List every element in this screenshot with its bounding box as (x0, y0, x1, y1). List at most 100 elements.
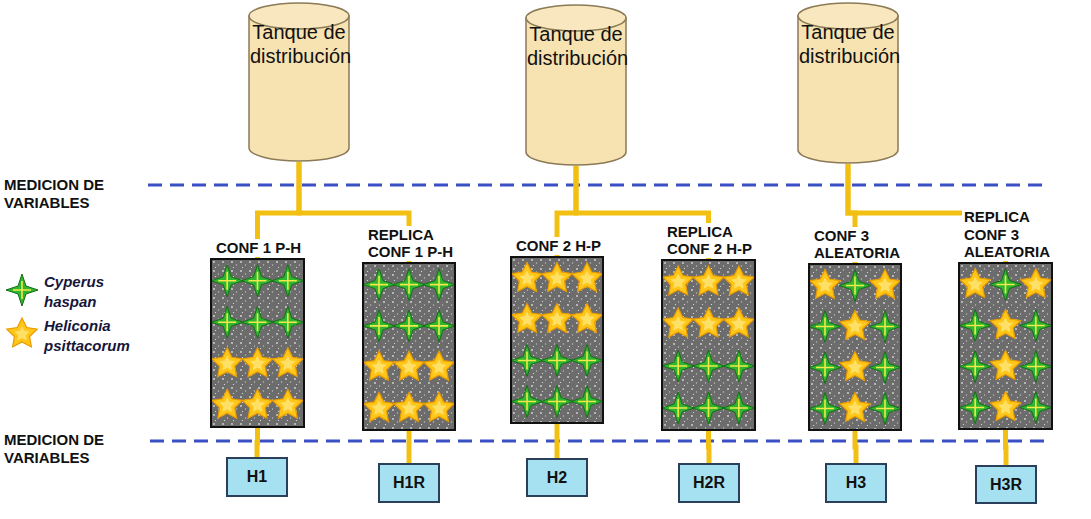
plant-layout (212, 260, 303, 426)
legend-icon (6, 274, 38, 306)
plant-icon (572, 304, 602, 333)
outlet-label: H3R (990, 476, 1022, 494)
pipe-connector (706, 431, 712, 463)
plant-icon (960, 351, 991, 383)
plant-icon (394, 351, 424, 380)
plant-icon (870, 270, 900, 299)
plant-layout (364, 264, 454, 429)
wetland-cell: REPLICA CONF 1 P-H (362, 262, 456, 431)
legend-icon (7, 318, 37, 347)
measure-line (148, 184, 1046, 187)
legend-text: Heliconia psittacorum (44, 316, 186, 355)
plant-icon (571, 345, 602, 377)
plant-icon (212, 265, 243, 297)
wetland-cell: CONF 1 P-H (210, 258, 305, 428)
wetland-cell: CONF 3 ALEATORIA (808, 263, 902, 431)
plant-icon (723, 392, 754, 424)
plant-icon (242, 265, 274, 297)
plant-icon (693, 308, 723, 337)
plant-icon (572, 263, 602, 292)
gravel-bed (512, 258, 602, 422)
plant-icon (393, 310, 425, 342)
outlet-label: H1 (247, 468, 267, 486)
plant-icon (541, 345, 573, 377)
gravel-bed (364, 264, 454, 429)
plant-icon (663, 308, 693, 337)
plant-icon (212, 389, 242, 418)
config-label: REPLICA CONF 1 P-H (366, 226, 468, 261)
plant-icon (393, 269, 425, 301)
outlet-box: H1 (226, 457, 288, 497)
plant-icon (212, 306, 243, 338)
plant-icon (512, 386, 543, 418)
outlet-box: H3R (975, 465, 1037, 504)
plant-icon (364, 392, 394, 421)
outlet-box: H3 (825, 463, 887, 503)
plant-layout (960, 264, 1051, 428)
plant-icon (424, 392, 454, 421)
plant-icon (272, 306, 303, 338)
plant-layout (663, 261, 754, 429)
plant-icon (810, 311, 841, 343)
plant-icon (542, 304, 572, 333)
plant-icon (840, 311, 870, 340)
plant-icon (960, 269, 990, 298)
plant-icon (1020, 351, 1051, 383)
outlet-label: H1R (393, 474, 425, 492)
measurement-label: MEDICION DE VARIABLES (4, 431, 146, 467)
plant-icon (424, 351, 454, 380)
plant-icon (1020, 310, 1051, 342)
plant-icon (960, 392, 991, 424)
outlet-label: H3 (846, 474, 866, 492)
plant-icon (990, 269, 1022, 301)
plant-icon (869, 393, 900, 425)
plant-icon (242, 306, 274, 338)
plant-icon (364, 351, 394, 380)
plant-icon (693, 266, 723, 295)
config-label: CONF 3 ALEATORIA (812, 227, 914, 262)
pipe-connector (855, 431, 856, 463)
outlet-label: H2 (547, 469, 567, 487)
storage-tank: Tanque de distribución (248, 2, 350, 162)
plant-icon (541, 386, 573, 418)
plant-icon (364, 310, 395, 342)
plant-icon (423, 269, 454, 301)
gravel-bed (663, 261, 754, 429)
plant-icon (693, 392, 725, 424)
pipe-connector (407, 431, 412, 463)
plant-icon (990, 310, 1020, 339)
plant-icon (512, 345, 543, 377)
outlet-box: H2 (526, 458, 588, 497)
plant-icon (394, 392, 424, 421)
plant-icon (960, 310, 991, 342)
plant-icon (512, 304, 542, 333)
legend-text: Cyperus haspan (44, 272, 136, 311)
outlet-label: H2R (693, 474, 725, 492)
wetland-cell: REPLICA CONF 2 H-P (661, 259, 756, 431)
tank-label: Tanque de distribución (797, 2, 899, 68)
storage-tank: Tanque de distribución (797, 2, 899, 164)
config-label: CONF 2 H-P (514, 237, 616, 255)
plant-icon (542, 263, 572, 292)
plant-icon (423, 310, 454, 342)
plant-icon (869, 352, 900, 384)
plant-icon (840, 352, 870, 381)
tank-label: Tanque de distribución (248, 2, 350, 68)
measure-line (150, 440, 1046, 443)
plant-icon (810, 352, 841, 384)
plant-icon (364, 269, 395, 301)
plant-icon (839, 270, 871, 302)
gravel-bed (810, 265, 900, 429)
pipe-connector (555, 424, 560, 458)
plant-icon (512, 263, 542, 292)
plant-icon (273, 389, 303, 418)
gravel-bed (212, 260, 303, 426)
plant-icon (1021, 269, 1051, 298)
gravel-bed (960, 264, 1051, 428)
plant-icon (724, 266, 754, 295)
plant-icon (840, 393, 870, 422)
plant-icon (242, 389, 272, 418)
plant-icon (212, 348, 242, 377)
pipe-connector (1003, 430, 1009, 465)
